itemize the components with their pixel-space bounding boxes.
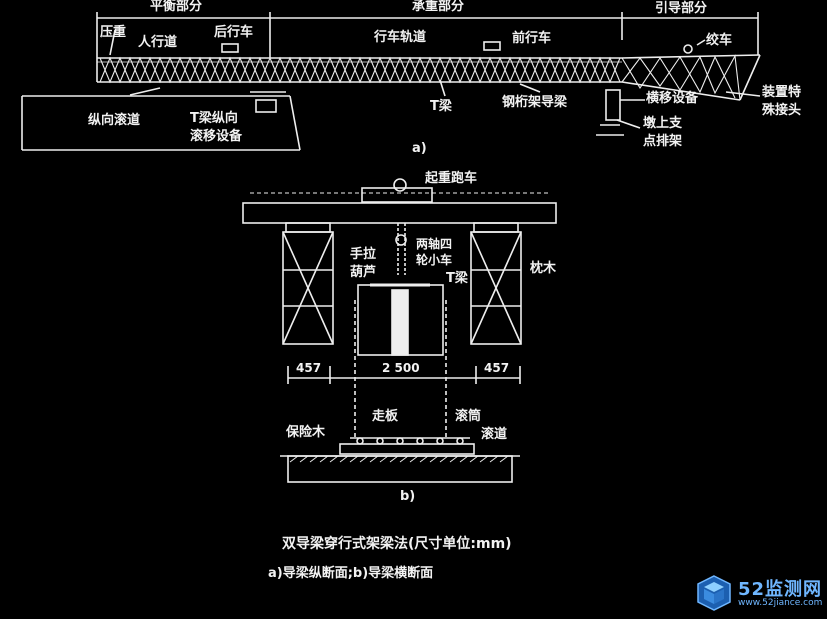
label-two-axle-2: 轮小车 — [416, 253, 453, 267]
label-two-axle: 两轴四 — [416, 237, 453, 251]
label-special-joint: 装置特 — [762, 85, 802, 100]
label-safety-wood: 保险木 — [286, 425, 326, 440]
label-special-joint-2: 殊接头 — [762, 103, 802, 118]
label-t-beam-b: T梁 — [446, 271, 468, 286]
watermark-brand: 52监测网 — [738, 579, 823, 600]
label-walk-board: 走板 — [372, 409, 399, 424]
label-longitudinal-rail: 纵向滚道 — [88, 113, 141, 128]
label-walkway: 人行道 — [138, 35, 178, 50]
dim-left: 457 — [296, 361, 322, 375]
label-hand-hoist: 手拉 — [350, 247, 377, 262]
label-rail: 滚道 — [481, 427, 508, 442]
label-t-beam-a: T梁 — [430, 99, 452, 114]
label-sleeper: 枕木 — [530, 261, 557, 276]
label-counterweight: 压重 — [100, 25, 127, 40]
label-winch: 绞车 — [706, 33, 733, 48]
section-guide: 引导部分 — [655, 1, 708, 16]
label-pier-support: 墩上支 — [643, 116, 683, 131]
label-track: 行车轨道 — [374, 30, 427, 45]
caption-subtitle: a)导梁纵断面;b)导梁横断面 — [268, 566, 434, 581]
figure-b-id: b) — [400, 489, 416, 504]
label-t-beam-move: T梁纵向 — [190, 111, 238, 126]
brand-logo-icon — [697, 575, 731, 611]
caption-title: 双导梁穿行式架梁法(尺寸单位:mm) — [282, 536, 512, 552]
label-hand-hoist-2: 葫芦 — [350, 265, 377, 280]
label-roller: 滚筒 — [455, 409, 482, 424]
watermark-url: www.52jiance.com — [738, 598, 823, 608]
figure-a-id: a) — [412, 141, 427, 156]
label-t-beam-move-2: 滚移设备 — [190, 129, 243, 144]
section-load: 承重部分 — [412, 0, 465, 14]
label-truss-beam: 钢桁架导梁 — [502, 95, 568, 110]
label-rear-trolley: 后行车 — [214, 25, 254, 40]
label-crane-trolley: 起重跑车 — [425, 171, 478, 186]
section-balance: 平衡部分 — [150, 0, 203, 14]
label-front-trolley: 前行车 — [512, 31, 552, 46]
dim-right: 457 — [484, 361, 510, 375]
label-lateral-device: 横移设备 — [646, 91, 699, 106]
dim-mid: 2 500 — [382, 361, 420, 375]
label-pier-support-2: 点排架 — [643, 134, 683, 149]
